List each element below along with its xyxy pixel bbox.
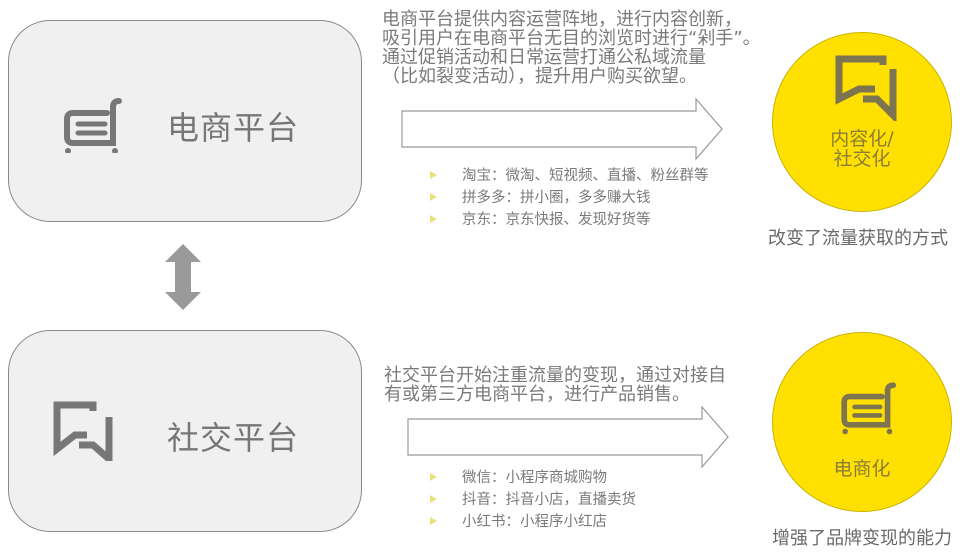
right-arrow-icon <box>407 405 729 469</box>
social-platform-box: 社交平台 <box>8 330 362 532</box>
traffic-caption: 改变了流量获取的方式 <box>768 228 948 249</box>
bullet-triangle-icon <box>430 171 437 179</box>
monetization-caption: 增强了品牌变现的能力 <box>772 528 952 549</box>
ecommerce-examples-list: 淘宝：微淘、短视频、直播、粉丝群等 拼多多：拼小圈，多多赚大钱 京东：京东快报、… <box>424 168 742 234</box>
social-examples-list: 微信：小程序商城购物 抖音：抖音小店，直播卖货 小红书：小程序小红店 <box>424 470 742 536</box>
list-item: 拼多多：拼小圈，多多赚大钱 <box>424 190 742 206</box>
list-item: 京东：京东快报、发现好货等 <box>424 212 742 228</box>
ecommerce-platform-box: 电商平台 <box>8 20 362 222</box>
ecommerce-platform-label: 电商平台 <box>167 109 300 147</box>
double-arrow-vertical-icon <box>165 244 201 310</box>
bullet-triangle-icon <box>430 517 437 525</box>
bullet-triangle-icon <box>430 215 437 223</box>
list-item: 小红书：小程序小红店 <box>424 514 742 530</box>
bullet-triangle-icon <box>430 473 437 481</box>
content-social-circle: 内容化/ 社交化 <box>772 32 952 212</box>
bullet-triangle-icon <box>430 193 437 201</box>
social-platform-label: 社交平台 <box>167 419 300 457</box>
shopping-cart-icon <box>64 98 122 153</box>
shopping-cart-icon <box>841 382 897 435</box>
ecommerce-description: 电商平台提供内容运营阵地，进行内容创新， 吸引用户在电商平台无目的浏览时进行“剁… <box>382 9 761 87</box>
content-social-label: 内容化/ 社交化 <box>830 128 894 170</box>
ecommerce-label: 电商化 <box>833 458 891 480</box>
right-arrow-icon <box>401 97 723 161</box>
bullet-triangle-icon <box>430 495 437 503</box>
chat-bubble-icon <box>53 401 113 461</box>
list-item: 抖音：抖音小店，直播卖货 <box>424 492 742 508</box>
social-description: 社交平台开始注重流量的变现，通过对接自 有或第三方电商平台，进行产品销售。 <box>384 365 726 405</box>
list-item: 淘宝：微淘、短视频、直播、粉丝群等 <box>424 168 742 184</box>
chat-bubble-icon <box>835 55 897 121</box>
ecommerce-circle: 电商化 <box>772 332 952 512</box>
list-item: 微信：小程序商城购物 <box>424 470 742 486</box>
